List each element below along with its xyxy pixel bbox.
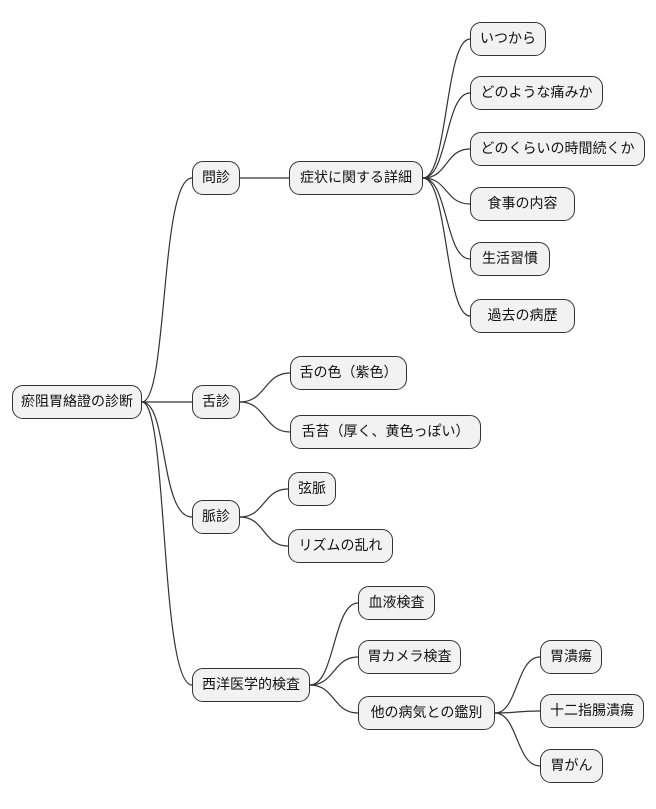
node-root-diagnosis: 瘀阻胃絡證の診断 — [12, 385, 142, 419]
node-wiry-pulse: 弦脈 — [288, 472, 336, 506]
node-blood-test: 血液検査 — [358, 586, 435, 620]
edge-western-blood — [309, 602, 359, 686]
node-differential-diagnosis: 他の病気との鑑別 — [358, 696, 495, 730]
edge-details-history — [422, 177, 471, 317]
node-tongue-coating: 舌苔（厚く、黄色っぽい） — [290, 415, 481, 449]
edge-western-gastroscopy — [309, 656, 359, 686]
edge-differential-gastric-cancer — [494, 712, 541, 767]
edge-differential-duodenal-ulcer — [494, 710, 541, 714]
edge-western-differential — [309, 684, 359, 714]
node-meal-content: 食事の内容 — [470, 187, 575, 221]
edge-pulse-wiry — [239, 488, 289, 518]
edge-root-interview — [141, 177, 193, 403]
node-since-when: いつから — [470, 22, 546, 56]
edge-details-pain-type — [422, 92, 471, 179]
node-pain-type: どのような痛みか — [470, 76, 603, 110]
node-pulse-exam: 脈診 — [192, 500, 240, 534]
edge-details-duration — [422, 148, 471, 179]
edge-root-pulse — [141, 401, 193, 518]
edge-tongue-color — [239, 372, 291, 403]
node-gastroscopy: 胃カメラ検査 — [358, 640, 461, 674]
node-tongue-color: 舌の色（紫色） — [290, 356, 407, 390]
node-lifestyle: 生活習慣 — [470, 242, 550, 276]
edge-details-meal — [422, 177, 471, 205]
edge-root-western — [141, 401, 193, 686]
edge-tongue-coating — [239, 401, 291, 433]
node-gastric-cancer: 胃がん — [540, 749, 603, 783]
edge-details-lifestyle — [422, 177, 471, 260]
node-symptom-details: 症状に関する詳細 — [289, 161, 423, 195]
node-pain-duration: どのくらいの時間続くか — [470, 132, 645, 166]
node-interview: 問診 — [192, 161, 240, 195]
node-past-history: 過去の病歴 — [470, 299, 575, 333]
edge-pulse-rhythm — [239, 516, 289, 547]
node-western-tests: 西洋医学的検査 — [192, 668, 310, 702]
edge-details-since-when — [422, 38, 471, 179]
node-tongue-exam: 舌診 — [192, 385, 240, 419]
node-gastric-ulcer: 胃潰瘍 — [540, 640, 602, 674]
node-rhythm-irregularity: リズムの乱れ — [288, 529, 393, 563]
edge-differential-gastric-ulcer — [494, 656, 541, 714]
node-duodenal-ulcer: 十二指腸潰瘍 — [540, 694, 644, 728]
